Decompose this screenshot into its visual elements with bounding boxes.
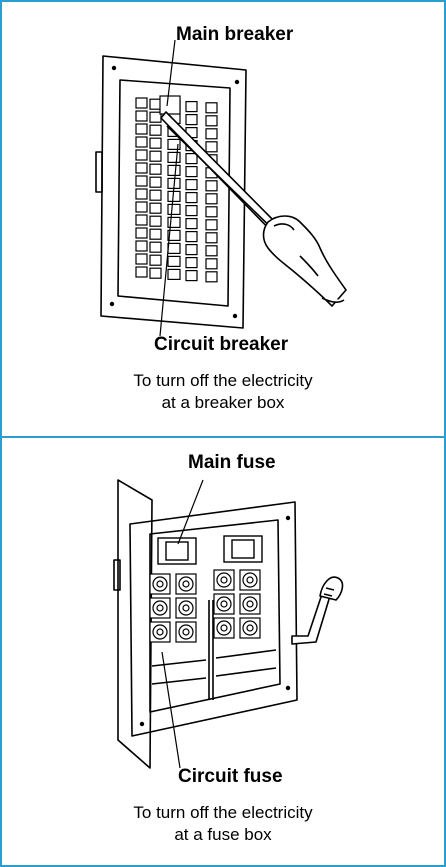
- circuit-breaker-label: Circuit breaker: [154, 334, 288, 356]
- breaker-switch: [150, 268, 161, 278]
- breaker-switch: [206, 233, 217, 243]
- breaker-caption-line-1: To turn off the electricity: [0, 370, 446, 392]
- breaker-switch: [186, 193, 197, 203]
- breaker-switch: [136, 137, 147, 147]
- breaker-switch: [186, 154, 197, 164]
- breaker-switch: [206, 142, 217, 152]
- breaker-switch: [186, 102, 197, 112]
- circuit-fuse-center: [183, 605, 189, 611]
- breaker-switch: [206, 103, 217, 113]
- breaker-switch: [186, 232, 197, 242]
- circuit-fuse-center: [157, 605, 163, 611]
- breaker-switch: [206, 129, 217, 139]
- breaker-switch: [136, 267, 147, 277]
- main-fuse-leader-line: [178, 480, 203, 544]
- main-breaker-label: Main breaker: [176, 24, 293, 46]
- breaker-switch: [186, 115, 197, 125]
- breaker-switch: [136, 202, 147, 212]
- breaker-switch: [168, 269, 180, 279]
- breaker-switch: [150, 190, 161, 200]
- fuse-box-handle: [292, 577, 342, 644]
- breaker-switch: [136, 215, 147, 225]
- breaker-switch: [168, 243, 180, 253]
- breaker-switch: [206, 259, 217, 269]
- breaker-switch: [150, 125, 161, 135]
- breaker-switch: [136, 254, 147, 264]
- breaker-box-side-latch: [96, 152, 102, 192]
- breaker-switch: [186, 258, 197, 268]
- breaker-switch: [136, 111, 147, 121]
- breaker-switch: [150, 138, 161, 148]
- breaker-switch: [186, 206, 197, 216]
- circuit-fuse-center: [157, 629, 163, 635]
- breaker-switch: [168, 256, 180, 266]
- breaker-switch: [150, 255, 161, 265]
- breaker-switch: [150, 112, 161, 122]
- breaker-switch: [136, 241, 147, 251]
- breaker-switch: [136, 189, 147, 199]
- breaker-switch: [150, 229, 161, 239]
- fuse-box-panel: Main fuse Circuit fuse To turn off the e…: [0, 438, 446, 867]
- breaker-box-caption: To turn off the electricity at a breaker…: [0, 370, 446, 414]
- circuit-fuse-grid: [150, 570, 260, 642]
- circuit-fuse-center: [247, 625, 253, 631]
- fuse-box-caption: To turn off the electricity at a fuse bo…: [0, 802, 446, 846]
- main-fuse-blocks: [158, 536, 262, 564]
- circuit-fuse-center: [183, 629, 189, 635]
- circuit-fuse-center: [221, 601, 227, 607]
- breaker-switch: [136, 228, 147, 238]
- breaker-switch: [186, 219, 197, 229]
- breaker-switch: [150, 151, 161, 161]
- breaker-switch: [136, 163, 147, 173]
- breaker-switch: [186, 180, 197, 190]
- main-fuse-label: Main fuse: [188, 452, 276, 474]
- circuit-fuse-center: [221, 625, 227, 631]
- breaker-switch: [150, 164, 161, 174]
- breaker-switch: [206, 181, 217, 191]
- gloved-hand: [264, 216, 347, 306]
- breaker-switch: [136, 176, 147, 186]
- breaker-switch: [150, 216, 161, 226]
- breaker-switch: [150, 203, 161, 213]
- breaker-switch: [150, 242, 161, 252]
- breaker-switch: [136, 98, 147, 108]
- breaker-switch: [186, 271, 197, 281]
- breaker-switch: [206, 246, 217, 256]
- breaker-switch: [206, 220, 217, 230]
- breaker-switch: [168, 165, 180, 175]
- circuit-fuse-center: [183, 581, 189, 587]
- circuit-fuse-center: [247, 601, 253, 607]
- breaker-switch: [186, 245, 197, 255]
- circuit-fuse-center: [221, 577, 227, 583]
- circuit-fuse-center: [157, 581, 163, 587]
- circuit-fuse-center: [247, 577, 253, 583]
- circuit-fuse-leader-line: [162, 652, 180, 768]
- breaker-switch: [206, 116, 217, 126]
- circuit-fuse-label: Circuit fuse: [178, 766, 283, 788]
- fuse-caption-line-1: To turn off the electricity: [0, 802, 446, 824]
- breaker-switch: [206, 207, 217, 217]
- breaker-caption-line-2: at a breaker box: [0, 392, 446, 414]
- breaker-switch: [168, 152, 180, 162]
- breaker-switch: [150, 177, 161, 187]
- fuse-caption-line-2: at a fuse box: [0, 824, 446, 846]
- breaker-switch: [206, 194, 217, 204]
- main-breaker-switch: [160, 96, 180, 114]
- breaker-switch: [136, 124, 147, 134]
- breaker-switch: [150, 99, 161, 109]
- breaker-switch: [168, 204, 180, 214]
- breaker-switch: [206, 272, 217, 282]
- breaker-switch: [136, 150, 147, 160]
- fuse-box-side-latch: [114, 560, 120, 590]
- breaker-box-panel: Main breaker Circuit breaker To turn off…: [0, 0, 446, 436]
- breaker-switch: [186, 167, 197, 177]
